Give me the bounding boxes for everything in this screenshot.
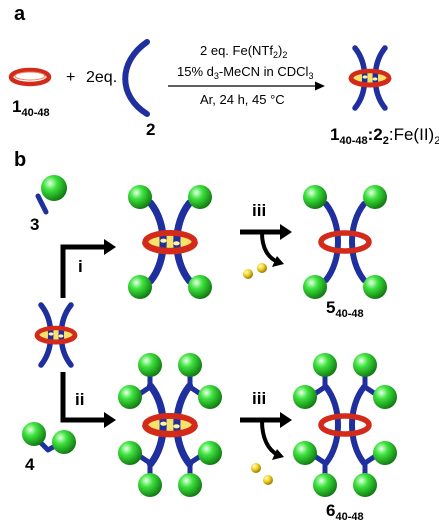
macrocycle-ring-icon bbox=[11, 70, 49, 84]
panel-label-a: a bbox=[14, 3, 26, 25]
step-ii-label: ii bbox=[75, 390, 84, 409]
step-iii-bottom-release-head bbox=[272, 449, 284, 460]
product-5-label: 540-48 bbox=[326, 298, 364, 320]
stoppered-complex-bottom-left bbox=[118, 353, 222, 497]
panel-label-b: b bbox=[14, 149, 26, 171]
plus-sign: + bbox=[66, 69, 75, 86]
reaction-arrow-a-head bbox=[315, 81, 325, 91]
stoichiometry-label: 2eq. bbox=[86, 69, 117, 86]
step-i-arrow-head bbox=[104, 239, 116, 255]
step-iii-top-label: iii bbox=[252, 201, 266, 220]
product-6-label: 640-48 bbox=[326, 501, 364, 523]
reagent-4-label: 4 bbox=[25, 455, 35, 474]
rotaxane-6-icon bbox=[293, 353, 397, 497]
conditions-line-3: Ar, 24 h, 45 °C bbox=[200, 92, 285, 107]
iron-ion-top-1 bbox=[243, 269, 253, 279]
iron-ion-top-2 bbox=[257, 263, 267, 273]
product-complex-label: 140-48:22:Fe(II)2 bbox=[330, 125, 439, 147]
stopper-3-icon bbox=[35, 175, 67, 215]
step-iii-bottom-label: iii bbox=[252, 389, 266, 408]
complex-icon-start bbox=[37, 305, 75, 365]
step-iii-top-arrow-head bbox=[280, 224, 292, 240]
reagent-3-label: 3 bbox=[30, 215, 39, 234]
stoppered-complex-top-left bbox=[128, 185, 212, 299]
step-iii-bottom-arrow-head bbox=[280, 412, 292, 428]
iron-ion-bottom-2 bbox=[263, 475, 273, 485]
iron-ion-bottom-1 bbox=[251, 463, 261, 473]
step-iii-bottom-release-arrow bbox=[260, 420, 280, 457]
step-ii-arrow bbox=[60, 372, 108, 423]
conditions-line-1: 2 eq. Fe(NTf2)2 bbox=[200, 43, 287, 60]
step-iii-top-release-arrow bbox=[260, 232, 279, 264]
ligand-axle-icon bbox=[122, 39, 150, 117]
complex-icon-a bbox=[351, 48, 389, 108]
step-iii-top-release-head bbox=[272, 256, 284, 267]
reactant-1-label: 140-48 bbox=[12, 97, 50, 119]
stopper-4-icon bbox=[22, 422, 76, 454]
rotaxane-5-icon bbox=[303, 185, 387, 299]
reactant-2-label: 2 bbox=[146, 120, 155, 139]
step-i-arrow bbox=[60, 244, 108, 298]
step-ii-arrow-head bbox=[104, 412, 116, 428]
conditions-line-2: 15% d3-MeCN in CDCl3 bbox=[177, 64, 313, 81]
step-i-label: i bbox=[78, 257, 83, 276]
